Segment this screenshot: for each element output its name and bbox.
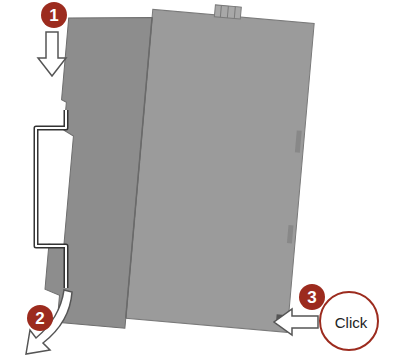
- click-circle: [320, 292, 378, 350]
- callout-badge: [41, 2, 67, 28]
- din-rail: [36, 110, 66, 288]
- side-detail: [287, 225, 294, 243]
- body-seam: [126, 17, 152, 318]
- callout-number: 3: [299, 284, 325, 310]
- swing-arrow: [26, 290, 72, 354]
- top-connector: [214, 5, 241, 19]
- callout-number: 2: [27, 305, 53, 331]
- click-label: Click: [324, 312, 378, 332]
- din-rail-highlight: [36, 110, 66, 288]
- device-body: [126, 9, 314, 332]
- push-arrow: [274, 309, 318, 335]
- connector-rib: [220, 5, 221, 17]
- callout-number: 1: [41, 2, 67, 28]
- side-detail: [295, 130, 302, 152]
- down-arrow: [38, 32, 66, 76]
- callout-badge: [299, 284, 325, 310]
- connector-rib: [227, 6, 228, 18]
- device-group: [42, 0, 315, 342]
- connector-rib: [234, 7, 235, 19]
- callout-badge: [27, 305, 53, 331]
